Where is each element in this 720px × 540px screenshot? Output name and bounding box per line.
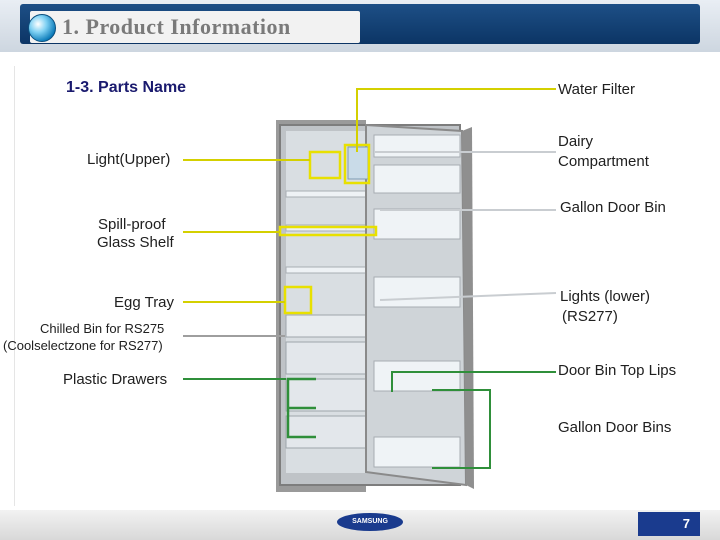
light-upper-highlight bbox=[308, 150, 342, 180]
door-bin-gallon bbox=[373, 208, 461, 240]
label-door-bin-top-lips: Door Bin Top Lips bbox=[558, 362, 677, 379]
door-edge bbox=[462, 127, 474, 489]
label-lights-lower-line2: (RS277) bbox=[562, 308, 618, 325]
door-bin-2 bbox=[373, 276, 461, 308]
label-water-filter: Water Filter bbox=[558, 81, 635, 98]
door-bin-4 bbox=[373, 436, 461, 468]
door-bin-dairy bbox=[373, 164, 461, 194]
leader-lights-lower bbox=[379, 292, 557, 301]
refrigerator-illustration bbox=[276, 117, 606, 492]
door-bin-3 bbox=[373, 360, 461, 392]
label-spill-line1: Spill-proof bbox=[98, 216, 166, 233]
label-dairy-line2: Compartment bbox=[558, 153, 649, 170]
label-chilled-line1: Chilled Bin for RS275 bbox=[40, 321, 165, 336]
gallon-door-bins-bracket bbox=[432, 389, 491, 469]
page-title: 1. Product Information bbox=[62, 14, 291, 39]
leader-door-bin-top-lips bbox=[391, 371, 556, 392]
section-title: 1-3. Parts Name bbox=[66, 79, 187, 96]
label-spill-line2: Glass Shelf bbox=[97, 234, 174, 251]
label-plastic-drawers: Plastic Drawers bbox=[63, 371, 168, 388]
egg-tray-highlight bbox=[283, 285, 313, 315]
label-gallon-door-bin: Gallon Door Bin bbox=[560, 199, 666, 216]
label-gallon-door-bins: Gallon Door Bins bbox=[558, 419, 672, 436]
samsung-badge-bg bbox=[544, 117, 606, 129]
label-light-upper: Light(Upper) bbox=[87, 151, 171, 168]
label-lights-lower-line1: Lights (lower) bbox=[560, 288, 651, 305]
leader-water-filter bbox=[356, 88, 556, 152]
label-dairy-line1: Dairy bbox=[558, 133, 594, 150]
header-title-box bbox=[30, 11, 360, 43]
header-band: 1. Product Information bbox=[0, 0, 720, 52]
page-number: 7 bbox=[638, 512, 700, 536]
label-egg-tray: Egg Tray bbox=[114, 294, 175, 311]
label-chilled-line2: (Coolselectzone for RS277) bbox=[3, 338, 163, 353]
globe-icon bbox=[28, 14, 56, 42]
samsung-logo: SAMSUNG bbox=[337, 513, 403, 531]
